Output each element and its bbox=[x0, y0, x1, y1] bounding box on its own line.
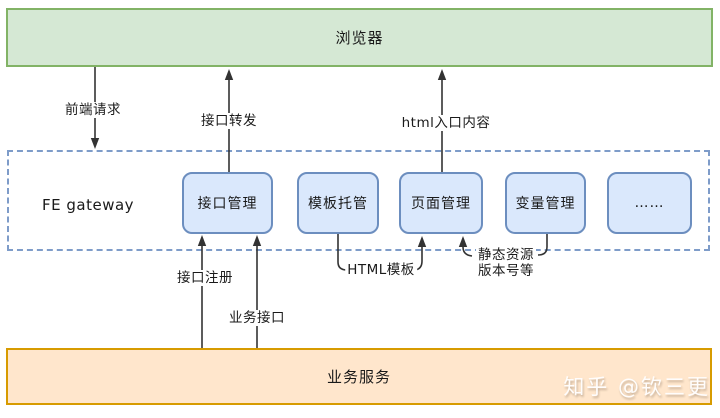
edge-label-biz-api: 业务接口 bbox=[227, 310, 287, 326]
business-service-label: 业务服务 bbox=[326, 368, 391, 386]
module-template-hosting: 模板托管 bbox=[297, 172, 379, 234]
module-label: …… bbox=[634, 195, 665, 211]
edge-label-html-entry: html入口内容 bbox=[399, 115, 493, 131]
business-service-node: 业务服务 bbox=[6, 348, 712, 405]
edge-label-front-request: 前端请求 bbox=[63, 102, 123, 118]
module-ellipsis: …… bbox=[607, 172, 692, 234]
fe-gateway-label: FE gateway bbox=[42, 196, 135, 214]
connector-static-assets bbox=[458, 234, 548, 257]
fe-gateway-container: FE gateway bbox=[7, 150, 710, 251]
edge-label-html-template: HTML模板 bbox=[345, 262, 417, 278]
arrow-api-register bbox=[197, 235, 207, 348]
module-label: 变量管理 bbox=[515, 196, 576, 212]
module-label: 模板托管 bbox=[308, 196, 368, 212]
edge-label-static-assets: 静态资源 版本号等 bbox=[476, 247, 536, 279]
module-page-management: 页面管理 bbox=[399, 172, 483, 234]
browser-node: 浏览器 bbox=[6, 8, 713, 67]
module-variable-management: 变量管理 bbox=[505, 172, 586, 234]
edge-label-api-register: 接口注册 bbox=[175, 270, 235, 286]
static-assets-line2: 版本号等 bbox=[478, 263, 534, 279]
static-assets-line1: 静态资源 bbox=[478, 247, 534, 263]
module-label: 页面管理 bbox=[411, 196, 471, 212]
module-api-management: 接口管理 bbox=[182, 172, 273, 234]
arrow-biz-api bbox=[252, 235, 262, 348]
zhihu-watermark: 知乎 @钦三更 bbox=[563, 375, 710, 399]
edge-label-api-forward: 接口转发 bbox=[199, 113, 259, 129]
browser-label: 浏览器 bbox=[335, 29, 384, 47]
module-label: 接口管理 bbox=[197, 196, 258, 212]
